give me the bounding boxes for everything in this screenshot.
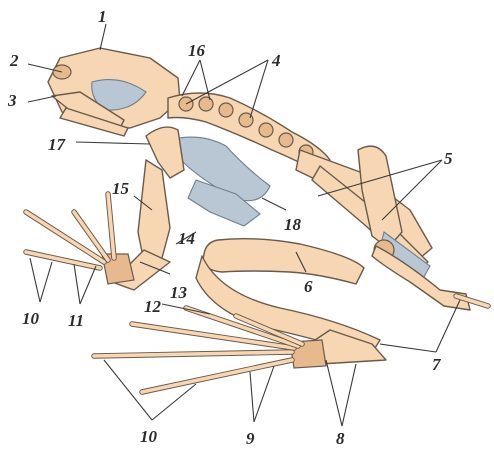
label-10-hand: 10 [22, 309, 40, 328]
label-6: 6 [304, 277, 313, 296]
label-11: 11 [68, 311, 84, 330]
label-3: 3 [7, 91, 17, 110]
skull [48, 48, 180, 136]
label-13: 13 [170, 283, 188, 302]
label-2: 2 [9, 51, 19, 70]
label-18: 18 [284, 215, 302, 234]
label-5: 5 [444, 149, 453, 168]
label-4: 4 [271, 51, 281, 70]
label-7: 7 [432, 355, 442, 374]
label-14: 14 [178, 229, 195, 248]
label-15: 15 [112, 179, 130, 198]
forelimb [26, 160, 170, 290]
label-10-foot: 10 [140, 427, 158, 446]
label-8: 8 [336, 429, 345, 448]
label-12: 12 [144, 297, 162, 316]
label-16: 16 [188, 41, 206, 60]
label-9: 9 [246, 429, 255, 448]
label-1: 1 [98, 7, 107, 26]
label-17: 17 [48, 135, 67, 154]
